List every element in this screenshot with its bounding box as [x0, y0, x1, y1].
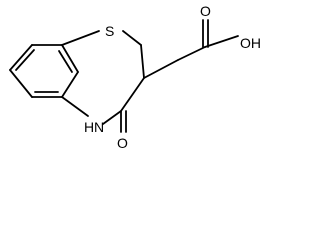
atom-acid-hydroxyl: OH — [240, 35, 261, 51]
bond-benzene-1 — [9, 44, 33, 71]
bond-ch2-ch — [140, 44, 145, 79]
bond-benzene-1-inner — [15, 49, 35, 71]
chemical-structure: S H N O O OH — [9, 3, 261, 151]
bonds — [9, 19, 239, 133]
bond-co-n — [102, 110, 122, 125]
atom-nitrogen-hydrogen: H — [84, 119, 94, 135]
bond-benzene-6 — [9, 69, 33, 98]
bond-benzene-4 — [61, 71, 79, 98]
atom-labels: S H N O O OH — [84, 3, 261, 151]
bond-ch-co — [120, 77, 145, 112]
bond-s-ch2 — [122, 30, 142, 46]
bond-n-c — [61, 96, 89, 117]
bond-acid-oh — [204, 35, 239, 48]
bond-ch-ch2-acid — [143, 59, 179, 79]
bond-ch2-cooh — [177, 46, 206, 61]
atom-nitrogen: N — [94, 119, 104, 135]
bond-c-s — [61, 30, 100, 46]
bond-benzene-3-inner — [58, 50, 73, 73]
atom-ketone-oxygen: O — [117, 135, 128, 151]
bond-benzene-3 — [61, 44, 79, 73]
atom-sulfur: S — [105, 23, 114, 39]
atom-acid-carbonyl-oxygen: O — [200, 3, 211, 19]
